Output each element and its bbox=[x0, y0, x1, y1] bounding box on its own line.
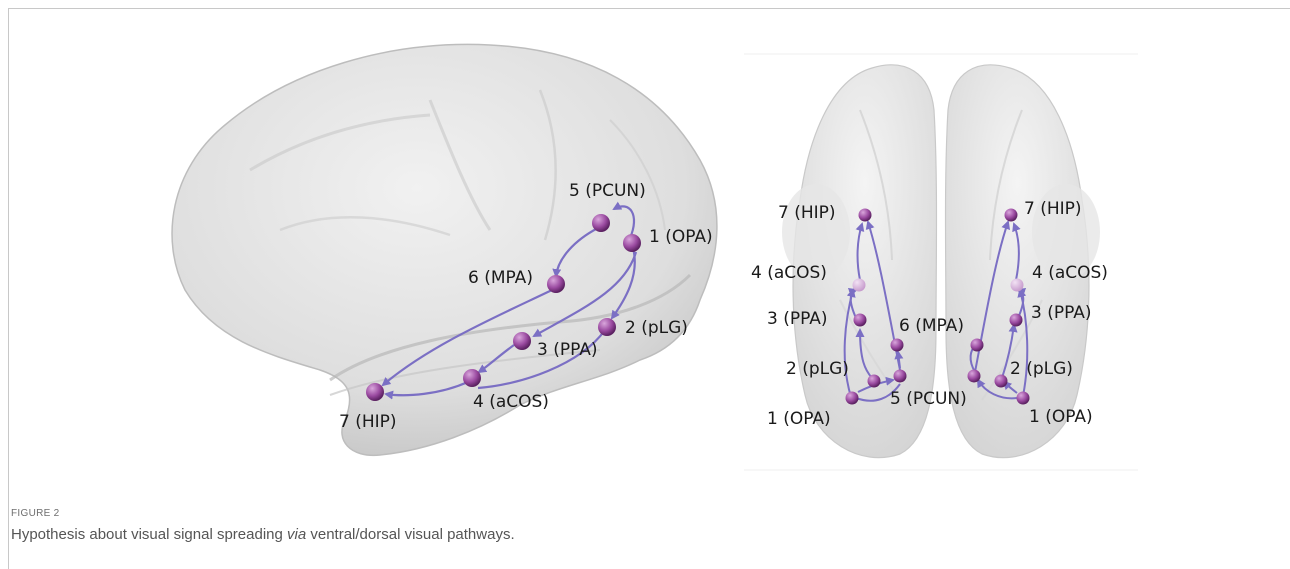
node-left-2-plg bbox=[868, 375, 881, 388]
label-5-pcun: 5 (PCUN) bbox=[569, 181, 646, 201]
label-left-1-opa: 1 (OPA) bbox=[767, 409, 831, 429]
label-2-plg: 2 (pLG) bbox=[625, 318, 688, 338]
node-right-2-plg bbox=[995, 375, 1008, 388]
label-left-4-acos: 4 (aCOS) bbox=[751, 263, 827, 283]
caption-italic: via bbox=[287, 526, 306, 543]
label-1-opa: 1 (OPA) bbox=[649, 227, 713, 247]
label-left-7-hip: 7 (HIP) bbox=[778, 203, 836, 223]
caption-before: Hypothesis about visual signal spreading bbox=[11, 526, 287, 543]
label-left-3-ppa: 3 (PPA) bbox=[767, 309, 828, 329]
label-left-5-pcun: 5 (PCUN) bbox=[890, 389, 967, 409]
node-right-1-opa bbox=[1017, 392, 1030, 405]
label-left-6-mpa: 6 (MPA) bbox=[899, 316, 964, 336]
node-right-3-ppa bbox=[1010, 314, 1023, 327]
node-3-ppa bbox=[513, 332, 531, 350]
node-5-pcun bbox=[592, 214, 610, 232]
figure-label: FIGURE 2 bbox=[11, 508, 60, 519]
figure-illustration: 5 (PCUN) 1 (OPA) 6 (MPA) 2 (pLG) 3 (PPA)… bbox=[0, 0, 1290, 500]
label-right-2-plg: 2 (pLG) bbox=[1010, 359, 1073, 379]
node-left-1-opa bbox=[846, 392, 859, 405]
label-left-2-plg: 2 (pLG) bbox=[786, 359, 849, 379]
node-left-4-acos bbox=[853, 279, 866, 292]
label-right-7-hip: 7 (HIP) bbox=[1024, 199, 1082, 219]
figure-caption: Hypothesis about visual signal spreading… bbox=[11, 526, 515, 543]
node-right-5-pcun bbox=[968, 370, 981, 383]
label-right-4-acos: 4 (aCOS) bbox=[1032, 263, 1108, 283]
label-3-ppa: 3 (PPA) bbox=[537, 340, 598, 360]
node-right-7-hip bbox=[1005, 209, 1018, 222]
caption-after: ventral/dorsal visual pathways. bbox=[306, 526, 514, 543]
node-right-4-acos bbox=[1011, 279, 1024, 292]
label-right-1-opa: 1 (OPA) bbox=[1029, 407, 1093, 427]
node-left-3-ppa bbox=[854, 314, 867, 327]
node-left-7-hip bbox=[859, 209, 872, 222]
node-7-hip bbox=[366, 383, 384, 401]
label-4-acos: 4 (aCOS) bbox=[473, 392, 549, 412]
label-6-mpa: 6 (MPA) bbox=[468, 268, 533, 288]
node-left-5-pcun bbox=[894, 370, 907, 383]
label-right-3-ppa: 3 (PPA) bbox=[1031, 303, 1092, 323]
node-left-6-mpa bbox=[891, 339, 904, 352]
node-2-plg bbox=[598, 318, 616, 336]
label-7-hip: 7 (HIP) bbox=[339, 412, 397, 432]
node-1-opa bbox=[623, 234, 641, 252]
node-right-6-mpa bbox=[971, 339, 984, 352]
node-6-mpa bbox=[547, 275, 565, 293]
node-4-acos bbox=[463, 369, 481, 387]
